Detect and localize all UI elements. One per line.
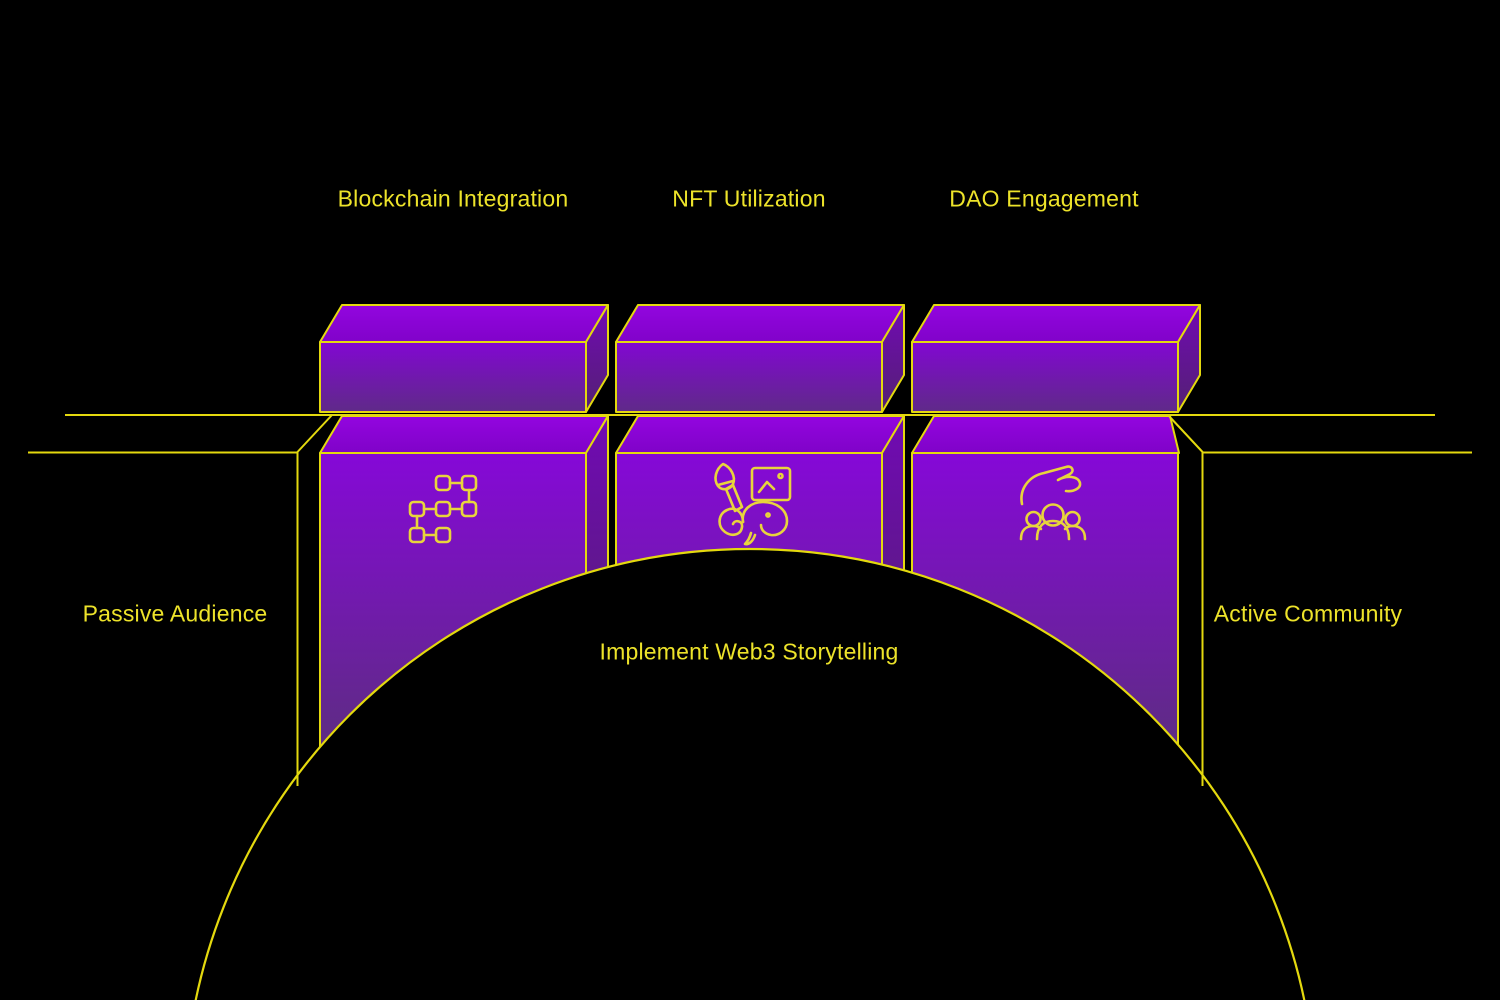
pillar-title-blockchain: Blockchain Integration bbox=[337, 185, 569, 212]
blockchain-network-icon bbox=[408, 474, 478, 544]
lid-block-nft bbox=[615, 304, 905, 413]
bridge-arch bbox=[194, 548, 1306, 1000]
lid-block-dao bbox=[911, 304, 1201, 413]
bridge-caption: Implement Web3 Storytelling bbox=[599, 638, 899, 665]
right-cliff-edge bbox=[1167, 414, 1472, 454]
pillar-title-dao: DAO Engagement bbox=[949, 185, 1139, 212]
left-cliff-edge bbox=[28, 414, 333, 454]
nft-art-icon bbox=[714, 462, 792, 546]
right-side-label: Active Community bbox=[1213, 600, 1403, 627]
right-cliff-corner-edge bbox=[1167, 414, 1204, 454]
left-side-label: Passive Audience bbox=[82, 600, 268, 627]
dao-community-hand-icon bbox=[1019, 465, 1087, 541]
lid-blocks bbox=[319, 304, 1201, 413]
lid-block-blockchain bbox=[319, 304, 609, 413]
pillar-title-nft: NFT Utilization bbox=[672, 185, 826, 212]
